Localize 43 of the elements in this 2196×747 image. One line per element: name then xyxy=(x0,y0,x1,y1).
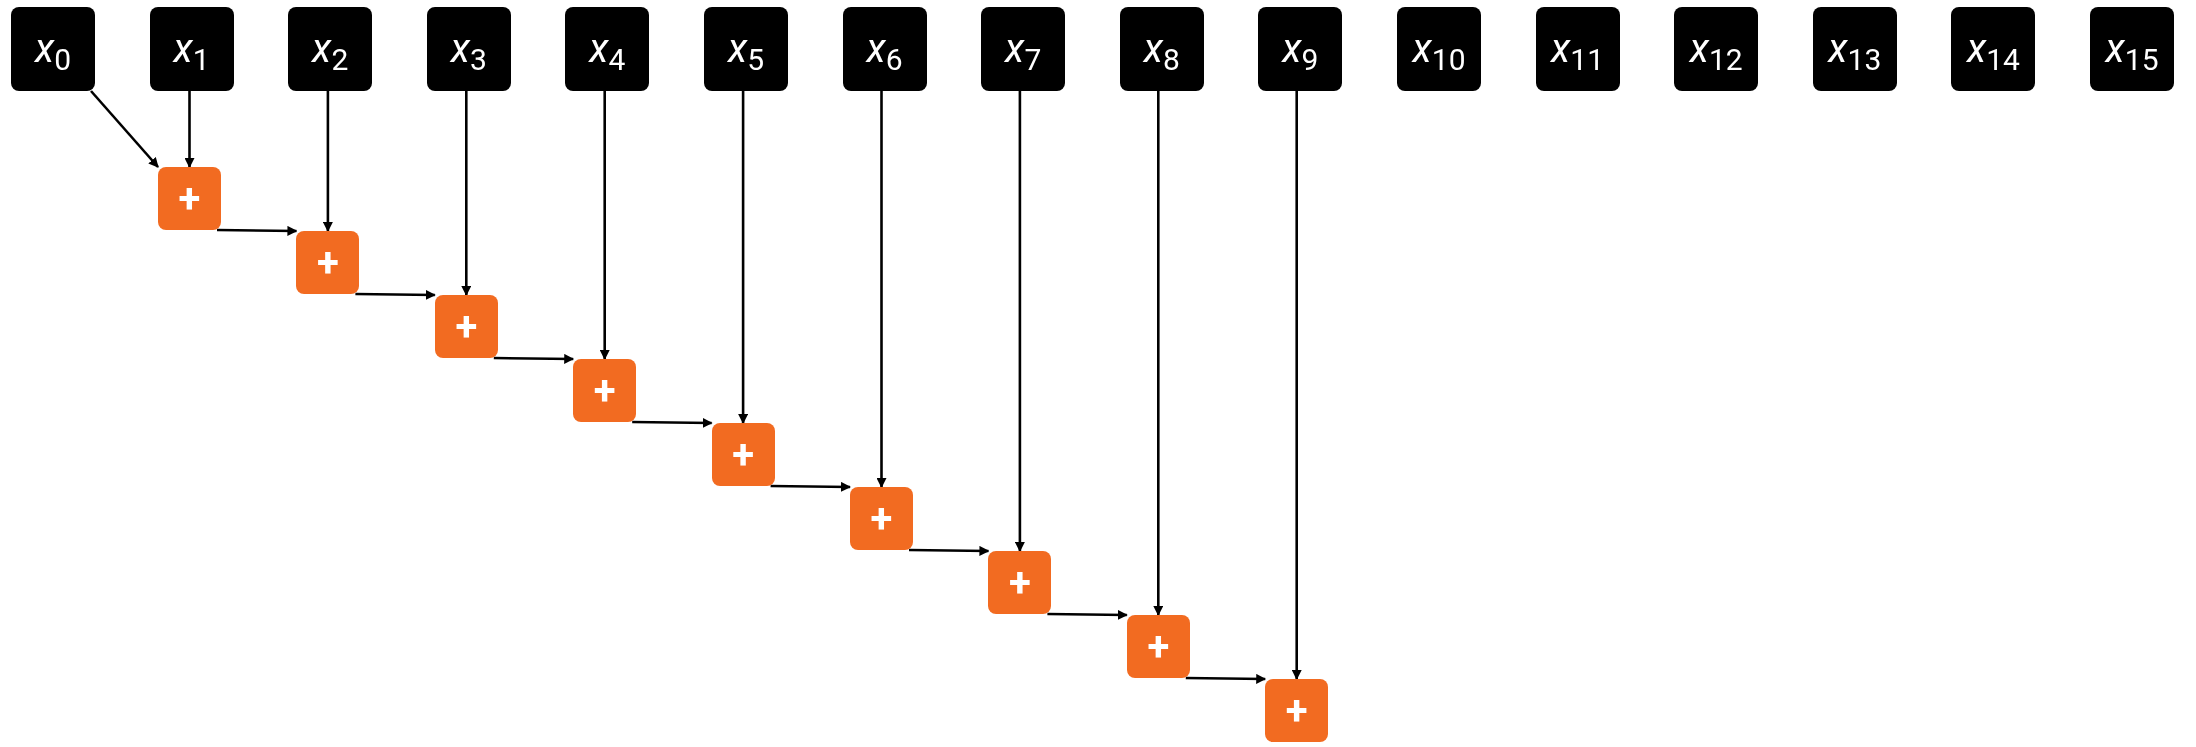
adder-box: + xyxy=(434,295,498,358)
variable-box: x$_{11}$ xyxy=(1535,7,1620,91)
arrow xyxy=(461,91,472,296)
adder-box: + xyxy=(988,551,1052,614)
arrow xyxy=(184,91,195,168)
arrow xyxy=(876,91,887,488)
variable-box: x$_{7}$ xyxy=(981,7,1066,91)
arrow xyxy=(1153,91,1164,616)
arrow xyxy=(770,481,851,492)
adder-box: + xyxy=(1265,679,1329,742)
variable-box: x$_{13}$ xyxy=(1812,7,1897,91)
variable-box: x$_{5}$ xyxy=(704,7,788,91)
arrow xyxy=(1291,91,1302,680)
arrow xyxy=(1185,673,1267,684)
arrow xyxy=(217,225,298,236)
adder-box: + xyxy=(711,423,775,486)
arrow xyxy=(738,91,749,424)
arrow xyxy=(909,545,990,556)
variable-box: x$_{0}$ xyxy=(11,7,95,91)
variable-box: x$_{12}$ xyxy=(1674,7,1759,91)
adder-box: + xyxy=(850,487,913,550)
arrow xyxy=(355,289,436,300)
arrow xyxy=(322,91,333,232)
adder-box: + xyxy=(573,359,637,422)
arrow xyxy=(1047,609,1128,620)
adder-box: + xyxy=(296,231,360,294)
arrow xyxy=(632,417,713,428)
arrow xyxy=(493,353,575,364)
variable-box: x$_{2}$ xyxy=(288,7,373,91)
arrow xyxy=(599,91,610,360)
adder-box: + xyxy=(158,167,221,230)
variable-box: x$_{9}$ xyxy=(1258,7,1343,91)
arrow xyxy=(1014,91,1025,552)
variable-box: x$_{14}$ xyxy=(1951,7,2036,91)
variable-box: x$_{10}$ xyxy=(1397,7,1481,91)
variable-box: x$_{3}$ xyxy=(426,7,511,91)
variable-box: x$_{4}$ xyxy=(565,7,650,91)
variable-box: x$_{6}$ xyxy=(842,7,927,91)
variable-box: x$_{8}$ xyxy=(1119,7,1204,91)
adder-box: + xyxy=(1126,615,1190,678)
variable-box: x$_{15}$ xyxy=(2090,7,2174,91)
variable-box: x$_{1}$ xyxy=(149,7,234,91)
arrow xyxy=(90,90,159,168)
